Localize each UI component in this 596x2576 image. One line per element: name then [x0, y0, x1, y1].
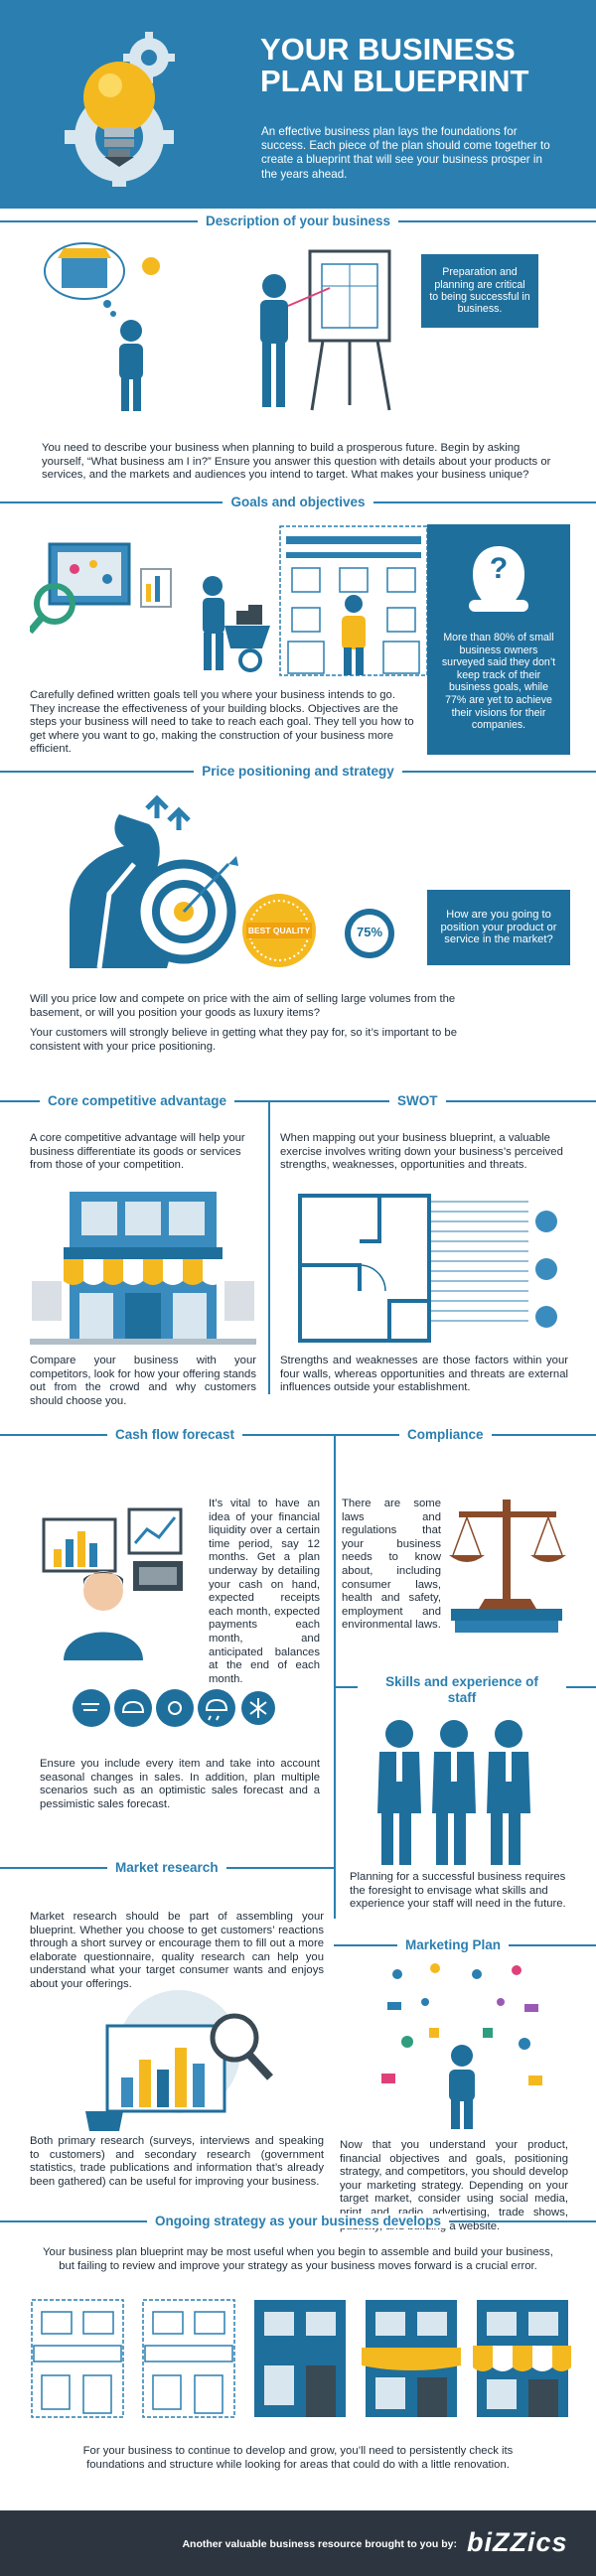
- section-title-swot: SWOT: [389, 1092, 446, 1110]
- cashflow-text-1: It’s vital to have an idea of your finan…: [209, 1498, 320, 1685]
- swot-text-1: When mapping out your business blueprint…: [280, 1132, 563, 1172]
- wheelbarrow-worker-illustration: [191, 571, 275, 675]
- cashflow-text-2: Ensure you include every item and take i…: [40, 1758, 320, 1810]
- section-title-marketing: Marketing Plan: [397, 1936, 510, 1954]
- market-text-1: Market research should be part of assemb…: [30, 1911, 324, 1990]
- column-divider: [268, 1100, 270, 1394]
- description-callout: Preparation and planning are critical to…: [421, 254, 538, 328]
- floorplan-illustration: [280, 1182, 568, 1349]
- core-text-1: A core competitive advantage will help y…: [30, 1132, 245, 1172]
- goals-analytics-illustration: [27, 524, 179, 635]
- section-title-market: Market research: [107, 1859, 226, 1877]
- discount-badge: [344, 908, 395, 959]
- divider: [0, 1100, 596, 1102]
- bizzics-logo[interactable]: biZZics: [467, 2527, 568, 2557]
- research-chart-illustration: [79, 1986, 278, 2131]
- section-title-skills: Skills and experience of staff: [358, 1674, 566, 1705]
- discount-badge-value: 75%: [356, 925, 383, 939]
- section-title-ongoing: Ongoing strategy as your business develo…: [0, 2213, 596, 2230]
- best-quality-label: BEST QUALITY: [247, 926, 311, 935]
- weather-icons-row: [72, 1688, 276, 1728]
- scales-of-justice-icon: [445, 1490, 570, 1637]
- description-text: You need to describe your business when …: [42, 442, 551, 482]
- footer-text: Another valuable business resource broug…: [182, 2538, 457, 2550]
- section-title-core: Core competitive advantage: [40, 1092, 235, 1110]
- presenter-easel-illustration: [238, 236, 407, 415]
- ongoing-text-2: For your business to continue to develop…: [82, 2445, 514, 2471]
- swot-text-2: Strengths and weaknesses are those facto…: [280, 1355, 568, 1394]
- marketing-person-icons-illustration: [377, 1958, 546, 2131]
- divider: [0, 1434, 596, 1436]
- market-text-2: Both primary research (surveys, intervie…: [30, 2135, 324, 2188]
- title-line-2: PLAN BLUEPRINT: [260, 64, 529, 98]
- chess-target-illustration: [40, 794, 243, 973]
- lightbulb-gear-icon: [45, 18, 194, 187]
- skills-text: Planning for a successful business requi…: [350, 1871, 566, 1911]
- cashflow-illustration: [38, 1500, 195, 1660]
- pricing-text-1: Will you price low and compete on price …: [30, 993, 456, 1019]
- page-title: YOUR BUSINESS PLAN BLUEPRINT: [260, 34, 578, 97]
- person-question-icon: [463, 540, 534, 612]
- core-text-2: Compare your business with your competit…: [30, 1355, 256, 1407]
- building-progression-illustration: [30, 2296, 571, 2421]
- pricing-text-2: Your customers will strongly believe in …: [30, 1027, 457, 1053]
- section-title-compliance: Compliance: [399, 1426, 492, 1444]
- skills-title-line-2: staff: [447, 1689, 477, 1705]
- ongoing-text-1: Your business plan blueprint may be most…: [43, 2246, 553, 2272]
- goals-text: Carefully defined written goals tell you…: [30, 689, 414, 756]
- goals-stat-text: More than 80% of small business owners s…: [441, 632, 556, 732]
- title-line-1: YOUR BUSINESS: [260, 32, 516, 67]
- compliance-text: There are some laws and regulations that…: [342, 1498, 441, 1632]
- skills-title-line-1: Skills and experience of: [385, 1674, 538, 1689]
- header-intro: An effective business plan lays the foun…: [261, 125, 550, 181]
- building-blueprint-illustration: [278, 524, 429, 677]
- section-title-description: Description of your business: [0, 213, 596, 230]
- storefront-illustration: [30, 1182, 256, 1349]
- column-divider: [334, 1434, 336, 1919]
- section-title-goals: Goals and objectives: [0, 494, 596, 511]
- shop-thought-person-illustration: [40, 236, 179, 415]
- footer-bar: [0, 2510, 596, 2576]
- staff-team-illustration: [370, 1718, 538, 1867]
- section-title-pricing: Price positioning and strategy: [0, 763, 596, 781]
- question-mark: ?: [489, 552, 509, 585]
- best-quality-badge: [240, 892, 318, 969]
- pricing-callout: How are you going to position your produ…: [427, 890, 570, 965]
- section-title-cashflow: Cash flow forecast: [107, 1426, 243, 1444]
